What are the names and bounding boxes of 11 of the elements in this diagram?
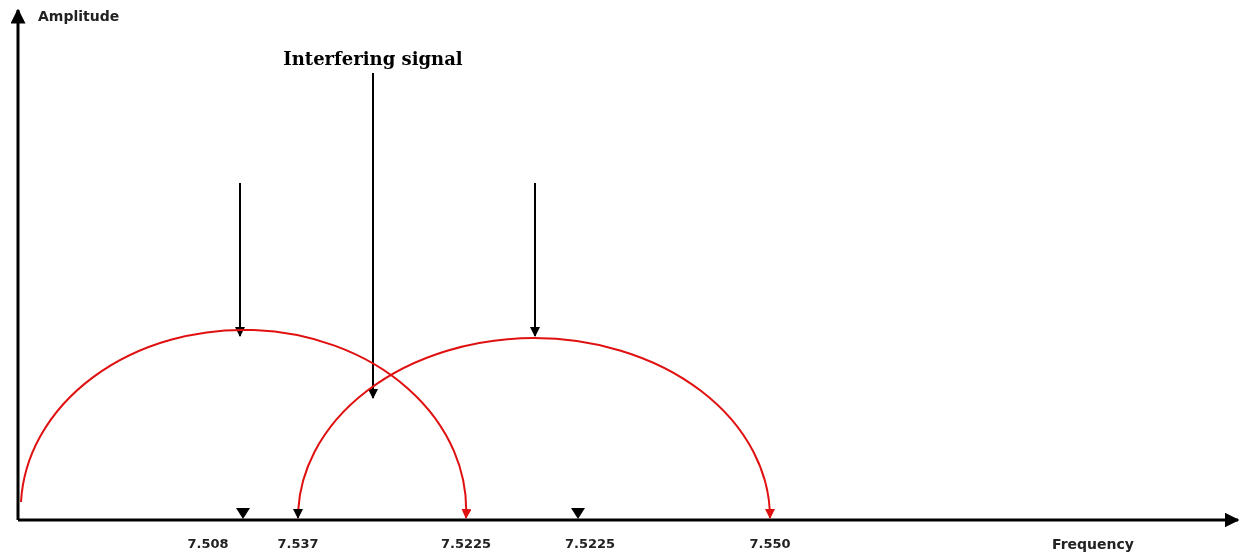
tick-label: 7.5225 — [564, 536, 616, 551]
annotation-text: Interfering signal — [283, 48, 463, 69]
tick-label: 7.508 — [187, 536, 229, 551]
axis-title: Amplitude — [38, 8, 120, 24]
arrow — [368, 72, 378, 399]
tick-label: 7.537 — [277, 536, 319, 551]
axis-title: Frequency — [1052, 536, 1134, 552]
arc-arrow — [293, 337, 775, 519]
arc-arrow — [20, 328, 471, 519]
tick-label: 7.550 — [749, 536, 791, 551]
tick-label: 7.5225 — [440, 536, 492, 551]
